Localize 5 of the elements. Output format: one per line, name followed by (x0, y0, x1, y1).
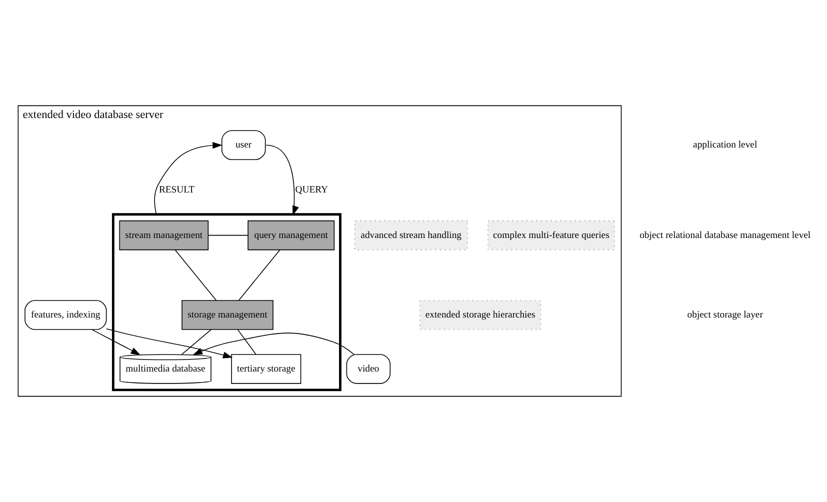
edge-label: QUERY (295, 184, 328, 196)
label: object relational database management level (640, 230, 811, 241)
label: object storage layer (687, 310, 763, 321)
edge-label: RESULT (158, 184, 195, 196)
label: application level (693, 140, 758, 151)
